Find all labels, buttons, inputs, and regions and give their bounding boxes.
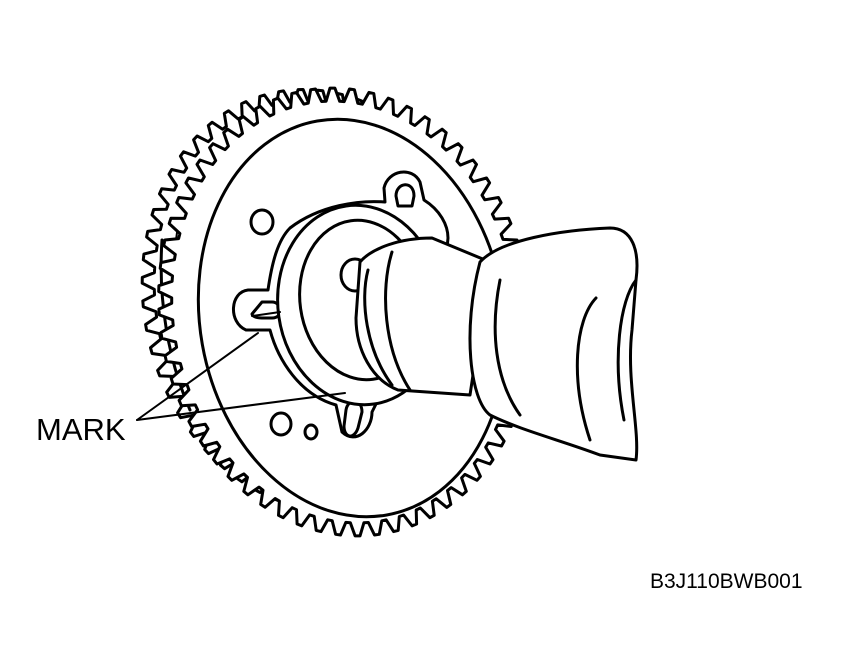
camshaft <box>354 226 639 462</box>
lobe-face-curve <box>616 278 638 422</box>
leader-line-lower <box>136 392 346 421</box>
camshaft-journal <box>354 236 492 397</box>
journal-edge-2 <box>384 250 412 392</box>
lobe-edge <box>493 278 522 417</box>
mark-label: MARK <box>36 412 126 447</box>
mark-callout-leaders <box>136 311 346 421</box>
gear-bolt-holes <box>249 208 319 441</box>
journal-edge <box>363 268 394 387</box>
leader-line-upper <box>136 332 259 421</box>
leader-tick-upper <box>251 311 281 317</box>
figure-code: B3J110BWB001 <box>650 570 803 593</box>
lobe-inner-edge <box>575 296 598 442</box>
top-keyway-slot <box>394 183 416 208</box>
